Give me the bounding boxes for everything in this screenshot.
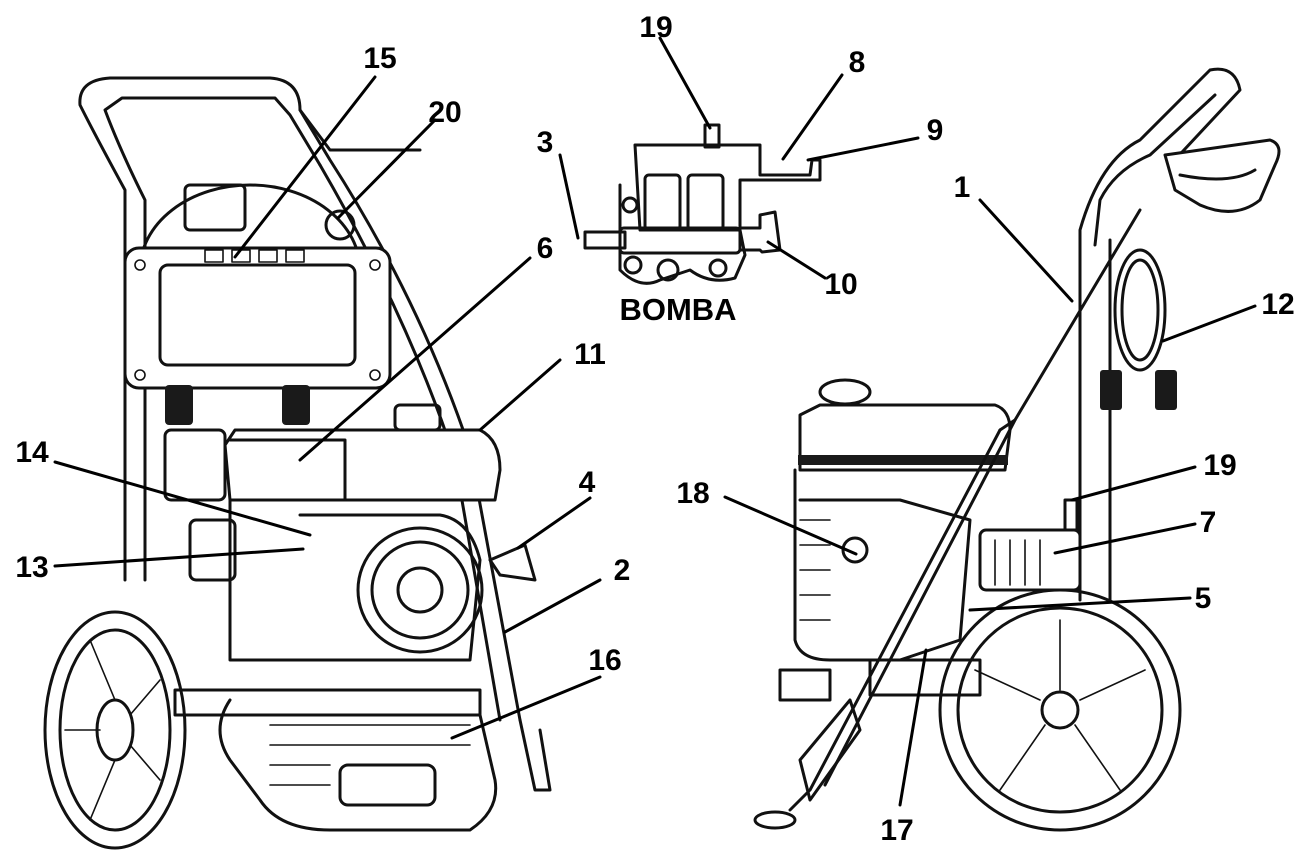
leader-7: [1053, 522, 1197, 555]
callout-1: 1: [954, 171, 971, 204]
callout-19-pump: 19: [639, 11, 672, 44]
callout-2: 2: [614, 554, 631, 587]
leader-lines: [53, 36, 1257, 807]
leader-1: [978, 198, 1074, 303]
leader-17: [898, 648, 928, 807]
leader-8: [781, 73, 844, 161]
leader-18: [723, 495, 858, 556]
leader-10: [766, 240, 827, 280]
leader-16: [450, 675, 602, 740]
leader-14: [53, 460, 312, 537]
front-view-illustration: [43, 76, 552, 850]
side-view-illustration: [753, 67, 1281, 832]
leader-15: [233, 75, 377, 259]
leader-4: [516, 496, 592, 550]
callout-5: 5: [1195, 582, 1212, 615]
callout-4: 4: [579, 466, 596, 499]
leader-3: [558, 153, 580, 240]
callout-9: 9: [927, 114, 944, 147]
leader-20: [336, 118, 437, 220]
leader-6: [298, 256, 532, 462]
callout-11: 11: [574, 338, 606, 371]
leader-11: [478, 358, 562, 432]
callout-14: 14: [15, 436, 49, 469]
callout-6: 6: [537, 232, 554, 265]
callout-16: 16: [588, 644, 621, 677]
callout-12: 12: [1261, 288, 1294, 321]
callout-7: 7: [1200, 506, 1217, 539]
callout-20: 20: [428, 96, 461, 129]
pump-caption: BOMBA: [619, 292, 736, 327]
callout-10: 10: [824, 268, 857, 301]
callout-8: 8: [849, 46, 866, 79]
callout-15: 15: [363, 42, 396, 75]
leader-19b: [1070, 465, 1197, 502]
leader-19a: [658, 36, 712, 130]
callout-18: 18: [676, 477, 709, 510]
leader-2: [503, 578, 602, 634]
callout-3: 3: [537, 126, 554, 159]
leader-5: [968, 596, 1192, 612]
callout-13: 13: [15, 551, 48, 584]
leader-9: [806, 136, 920, 162]
leader-12: [1161, 304, 1257, 343]
callout-labels: 15 20 6 11 14 13 4 2 16 19 8 9 3 10 1 12…: [15, 11, 1294, 847]
pump-illustration: [583, 123, 822, 285]
callout-17: 17: [880, 814, 913, 847]
callout-19-side: 19: [1203, 449, 1236, 482]
leader-13: [53, 547, 305, 568]
